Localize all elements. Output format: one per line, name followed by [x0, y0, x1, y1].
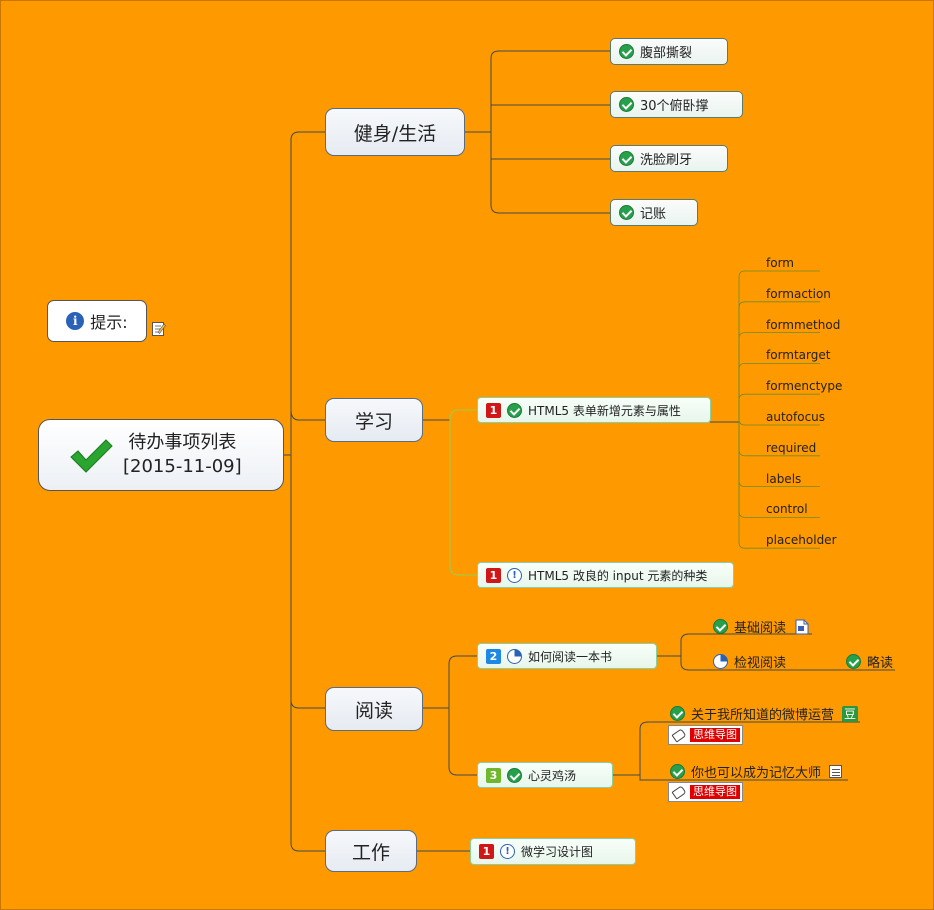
- tag-icon: [671, 727, 687, 743]
- subitem-label: 基础阅读: [734, 621, 787, 636]
- priority-badge: 2: [486, 648, 501, 664]
- document-icon[interactable]: [794, 619, 810, 635]
- priority-badge: 1: [479, 844, 494, 859]
- subitem-weibo[interactable]: 关于我所知道的微博运营 豆: [670, 704, 859, 723]
- check-icon: [619, 151, 634, 166]
- check-icon: [619, 97, 634, 112]
- attribute-leaf[interactable]: form: [766, 256, 794, 270]
- subitem-label: 略读: [867, 656, 894, 671]
- attribute-leaf[interactable]: autofocus: [766, 410, 826, 424]
- task-label: 如何阅读一本书: [528, 649, 613, 664]
- attachment-icon[interactable]: [829, 765, 843, 778]
- category-fitness[interactable]: 健身/生活: [325, 108, 465, 156]
- tag-mindmap[interactable]: 思维导图: [668, 725, 743, 745]
- task-html5-input[interactable]: 1 ! HTML5 改良的 input 元素的种类: [477, 562, 734, 588]
- priority-badge: 1: [486, 402, 501, 418]
- subitem-label: 你也可以成为记忆大师: [691, 766, 822, 781]
- subitem-memory[interactable]: 你也可以成为记忆大师: [670, 762, 843, 781]
- task-micro-learning[interactable]: 1 ! 微学习设计图: [470, 838, 636, 865]
- root-date: [2015-11-09]: [123, 456, 242, 477]
- attribute-connector: [738, 418, 820, 426]
- task-label: 心灵鸡汤: [528, 768, 577, 783]
- check-icon: [670, 706, 685, 721]
- hint-node[interactable]: i 提示:: [47, 300, 147, 342]
- task-how-to-read[interactable]: 2 如何阅读一本书: [477, 643, 657, 669]
- check-icon: [619, 44, 634, 59]
- exclamation-icon: !: [507, 567, 522, 583]
- attribute-leaf[interactable]: placeholder: [766, 533, 837, 548]
- root-title: 待办事项列表: [128, 432, 237, 453]
- task-label: 微学习设计图: [521, 845, 594, 859]
- attribute-connector: [738, 270, 820, 422]
- tag-label: 思维导图: [690, 785, 740, 799]
- category-study[interactable]: 学习: [325, 398, 423, 442]
- task-label: 洗脸刷牙: [640, 153, 693, 168]
- attribute-leaf[interactable]: formmethod: [766, 317, 841, 332]
- info-icon: i: [66, 312, 85, 330]
- tag-label: 思维导图: [690, 728, 740, 742]
- check-icon: [670, 764, 685, 779]
- task-node[interactable]: 洗脸刷牙: [610, 145, 728, 172]
- large-check-icon: [69, 437, 113, 473]
- attribute-leaf[interactable]: formenctype: [766, 379, 843, 394]
- attribute-connector: [738, 301, 820, 422]
- attribute-leaf[interactable]: labels: [766, 471, 802, 486]
- hint-label: 提示:: [90, 313, 128, 332]
- priority-badge: 1: [486, 567, 501, 583]
- attribute-connector: [738, 422, 820, 549]
- attribute-connector: [738, 393, 820, 422]
- check-icon: [619, 205, 634, 220]
- task-label: HTML5 表单新增元素与属性: [528, 403, 681, 418]
- douban-icon[interactable]: 豆: [842, 705, 859, 722]
- subitem-inspect-reading[interactable]: 检视阅读: [713, 652, 786, 671]
- task-html5-form[interactable]: 1 HTML5 表单新增元素与属性: [477, 397, 711, 423]
- category-work[interactable]: 工作: [325, 830, 417, 872]
- subitem-label: 检视阅读: [734, 656, 787, 671]
- task-label: 30个俯卧撑: [640, 99, 709, 114]
- check-icon: [507, 767, 522, 783]
- task-chicken-soup[interactable]: 3 心灵鸡汤: [477, 762, 613, 788]
- attribute-leaf[interactable]: required: [766, 440, 817, 455]
- root-node[interactable]: 待办事项列表 [2015-11-09]: [38, 419, 284, 491]
- check-icon: [713, 619, 728, 634]
- progress-pie-icon: [713, 654, 728, 669]
- attribute-connector: [738, 332, 820, 422]
- attribute-connector: [738, 363, 820, 422]
- tag-icon: [671, 784, 687, 800]
- tag-mindmap[interactable]: 思维导图: [668, 782, 743, 802]
- task-label: 腹部撕裂: [640, 46, 693, 61]
- task-label: 记账: [640, 207, 667, 222]
- subitem-label: 关于我所知道的微博运营: [691, 708, 835, 723]
- subitem-basic-reading[interactable]: 基础阅读: [713, 617, 810, 636]
- note-icon[interactable]: [152, 320, 166, 336]
- progress-pie-icon: [507, 648, 522, 664]
- subitem-skim[interactable]: 略读: [846, 652, 893, 671]
- task-node[interactable]: 记账: [610, 199, 698, 226]
- check-icon: [507, 402, 522, 418]
- task-node[interactable]: 腹部撕裂: [610, 38, 728, 65]
- attribute-leaf[interactable]: formtarget: [766, 348, 831, 363]
- attribute-leaf[interactable]: control: [766, 502, 808, 517]
- check-icon: [846, 654, 861, 669]
- task-label: HTML5 改良的 input 元素的种类: [528, 568, 708, 583]
- priority-badge: 3: [486, 767, 501, 783]
- task-node[interactable]: 30个俯卧撑: [610, 91, 743, 118]
- exclamation-icon: !: [500, 844, 515, 859]
- category-reading[interactable]: 阅读: [325, 687, 423, 731]
- attribute-leaf[interactable]: formaction: [766, 286, 831, 301]
